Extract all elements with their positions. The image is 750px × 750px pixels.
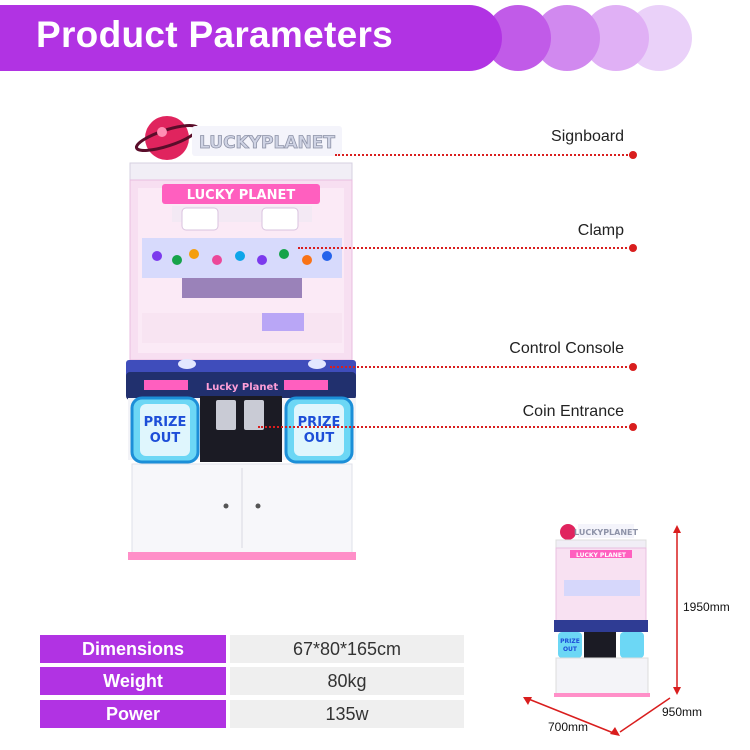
console-label: Lucky Planet	[206, 382, 278, 393]
spec-row-weight: Weight 80kg	[40, 667, 464, 695]
depth-dimension-label: 950mm	[662, 705, 703, 719]
depth-arrow	[619, 697, 671, 733]
callout-control-console-dot	[629, 363, 637, 371]
mini-door-line2: OUT	[563, 646, 578, 653]
width-dimension-label: 700mm	[548, 720, 589, 734]
callout-control-console-label: Control Console	[509, 340, 624, 357]
callout-coin-entrance-label: Coin Entrance	[522, 403, 624, 420]
claw-machine-image: LUCKYPLANET LUCKY PLANET Lucky Planet PR…	[126, 116, 356, 560]
spec-value: 67*80*165cm	[230, 635, 464, 663]
callout-control-console-line	[330, 366, 631, 368]
spec-key: Dimensions	[40, 635, 226, 663]
callout-clamp-label: Clamp	[577, 222, 624, 239]
mini-machine-image: LUCKYPLANET LUCKY PLANET PRIZE OUT	[554, 524, 650, 697]
banner-band	[0, 5, 470, 71]
spec-value: 80kg	[230, 667, 464, 695]
width-arrow	[525, 697, 617, 735]
spec-row-power: Power 135w	[40, 700, 464, 728]
spec-key: Power	[40, 700, 226, 728]
mini-door-line1: PRIZE	[560, 638, 580, 645]
header-banner: Product Parameters	[0, 0, 750, 75]
callout-coin-entrance-dot	[629, 423, 637, 431]
signboard-text: LUCKYPLANET	[199, 133, 335, 153]
callout-clamp-line	[298, 247, 631, 249]
mini-signboard-text: LUCKYPLANET	[574, 528, 638, 537]
spec-key: Weight	[40, 667, 226, 695]
marquee-text: LUCKY PLANET	[187, 188, 296, 203]
page-title: Product Parameters	[36, 14, 394, 55]
prize-out-right: PRIZE OUT	[284, 396, 354, 464]
height-dimension-label: 1950mm	[683, 600, 730, 614]
callout-signboard-dot	[629, 151, 637, 159]
prize-out-left-line1: PRIZE	[144, 415, 187, 430]
callout-signboard-label: Signboard	[551, 128, 624, 145]
callout-coin-entrance-line	[258, 426, 631, 428]
signboard: LUCKYPLANET	[134, 116, 342, 160]
callout-clamp-dot	[629, 244, 637, 252]
prize-out-left: PRIZE OUT	[130, 396, 200, 464]
callout-signboard-line	[335, 154, 631, 156]
prize-row	[142, 238, 342, 278]
prize-out-left-line2: OUT	[150, 431, 181, 446]
mini-marquee-text: LUCKY PLANET	[576, 552, 627, 559]
prize-out-right-line2: OUT	[304, 431, 335, 446]
dimension-diagram: LUCKYPLANET LUCKY PLANET PRIZE OUT	[523, 524, 681, 736]
spec-row-dimensions: Dimensions 67*80*165cm	[40, 635, 464, 663]
spec-value: 135w	[230, 700, 464, 728]
control-console: Lucky Planet	[126, 359, 356, 400]
coin-entrance	[200, 396, 282, 462]
